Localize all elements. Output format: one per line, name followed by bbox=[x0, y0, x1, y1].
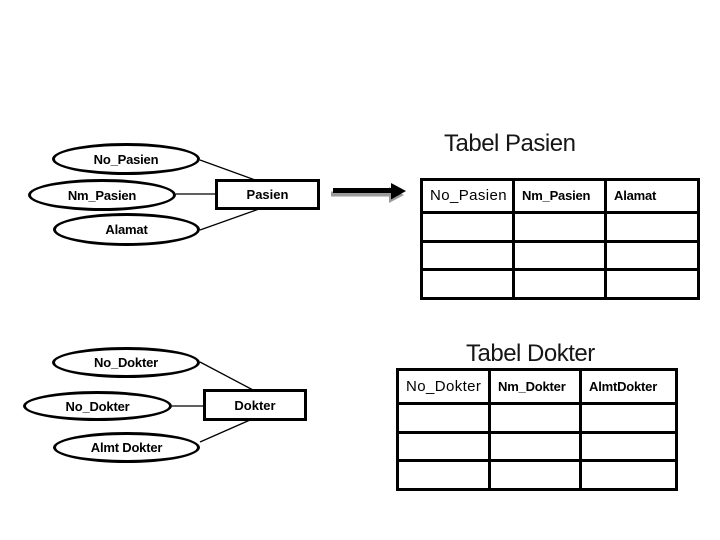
table-cell-empty bbox=[579, 401, 678, 434]
attribute-ellipse-nm-pasien: Nm_Pasien bbox=[28, 179, 176, 211]
table-cell-empty bbox=[579, 430, 678, 463]
table-cell-empty bbox=[420, 268, 515, 300]
entity-label: Pasien bbox=[246, 187, 289, 202]
table-cell-empty bbox=[604, 210, 700, 243]
attribute-ellipse-alamat: Alamat bbox=[53, 213, 200, 246]
column-header: No_Dokter bbox=[396, 368, 491, 405]
table-cell-empty bbox=[488, 459, 582, 491]
table-row bbox=[396, 459, 678, 491]
connector-line bbox=[199, 361, 254, 391]
column-header: No_Pasien bbox=[420, 178, 515, 214]
attribute-label: No_Dokter bbox=[65, 398, 130, 414]
table-row bbox=[396, 430, 678, 463]
table-cell-empty bbox=[420, 239, 515, 272]
attribute-label: No_Dokter bbox=[94, 355, 158, 370]
table-cell-empty bbox=[604, 239, 700, 272]
attribute-ellipse-no-dokter-1: No_Dokter bbox=[52, 347, 200, 378]
table-cell-empty bbox=[488, 401, 582, 434]
attribute-label: Nm_Pasien bbox=[67, 187, 137, 203]
table-cell-empty bbox=[396, 401, 491, 434]
right-arrow-icon bbox=[331, 183, 406, 203]
table-cell-empty bbox=[512, 210, 607, 243]
table-header-row: No_Pasien Nm_Pasien Alamat bbox=[420, 178, 700, 214]
entity-label: Dokter bbox=[234, 397, 276, 413]
table-title-dokter: Tabel Dokter bbox=[466, 340, 595, 367]
entity-box-dokter: Dokter bbox=[203, 389, 307, 421]
table-title-pasien: Tabel Pasien bbox=[444, 130, 576, 157]
entity-box-pasien: Pasien bbox=[215, 179, 320, 210]
connector-line bbox=[199, 419, 251, 443]
table-cell-empty bbox=[420, 210, 515, 243]
table-cell-empty bbox=[604, 268, 700, 300]
table-cell-empty bbox=[488, 430, 582, 463]
column-header: Alamat bbox=[604, 178, 700, 214]
column-header: Nm_Dokter bbox=[488, 368, 582, 405]
table-cell-empty bbox=[512, 268, 607, 300]
column-header: Nm_Pasien bbox=[512, 178, 607, 214]
attribute-ellipse-no-pasien: No_Pasien bbox=[52, 143, 200, 175]
table-header-row: No_Dokter Nm_Dokter AlmtDokter bbox=[396, 368, 678, 405]
column-header: AlmtDokter bbox=[579, 368, 678, 405]
table-cell-empty bbox=[396, 430, 491, 463]
table-row bbox=[420, 210, 700, 243]
table-cell-empty bbox=[512, 239, 607, 272]
pasien-table: No_Pasien Nm_Pasien Alamat bbox=[420, 178, 700, 300]
attribute-label: Almt Dokter bbox=[90, 440, 163, 455]
attribute-ellipse-no-dokter-2: No_Dokter bbox=[23, 391, 172, 421]
table-row bbox=[396, 401, 678, 434]
table-cell-empty bbox=[396, 459, 491, 491]
connector-line bbox=[199, 159, 259, 182]
table-row bbox=[420, 239, 700, 272]
attribute-ellipse-almt-dokter: Almt Dokter bbox=[53, 432, 200, 463]
connector-line bbox=[199, 208, 260, 231]
attribute-label: Alamat bbox=[105, 222, 148, 237]
dokter-table: No_Dokter Nm_Dokter AlmtDokter bbox=[396, 368, 678, 491]
table-row bbox=[420, 268, 700, 300]
table-cell-empty bbox=[579, 459, 678, 491]
attribute-label: No_Pasien bbox=[93, 151, 159, 167]
